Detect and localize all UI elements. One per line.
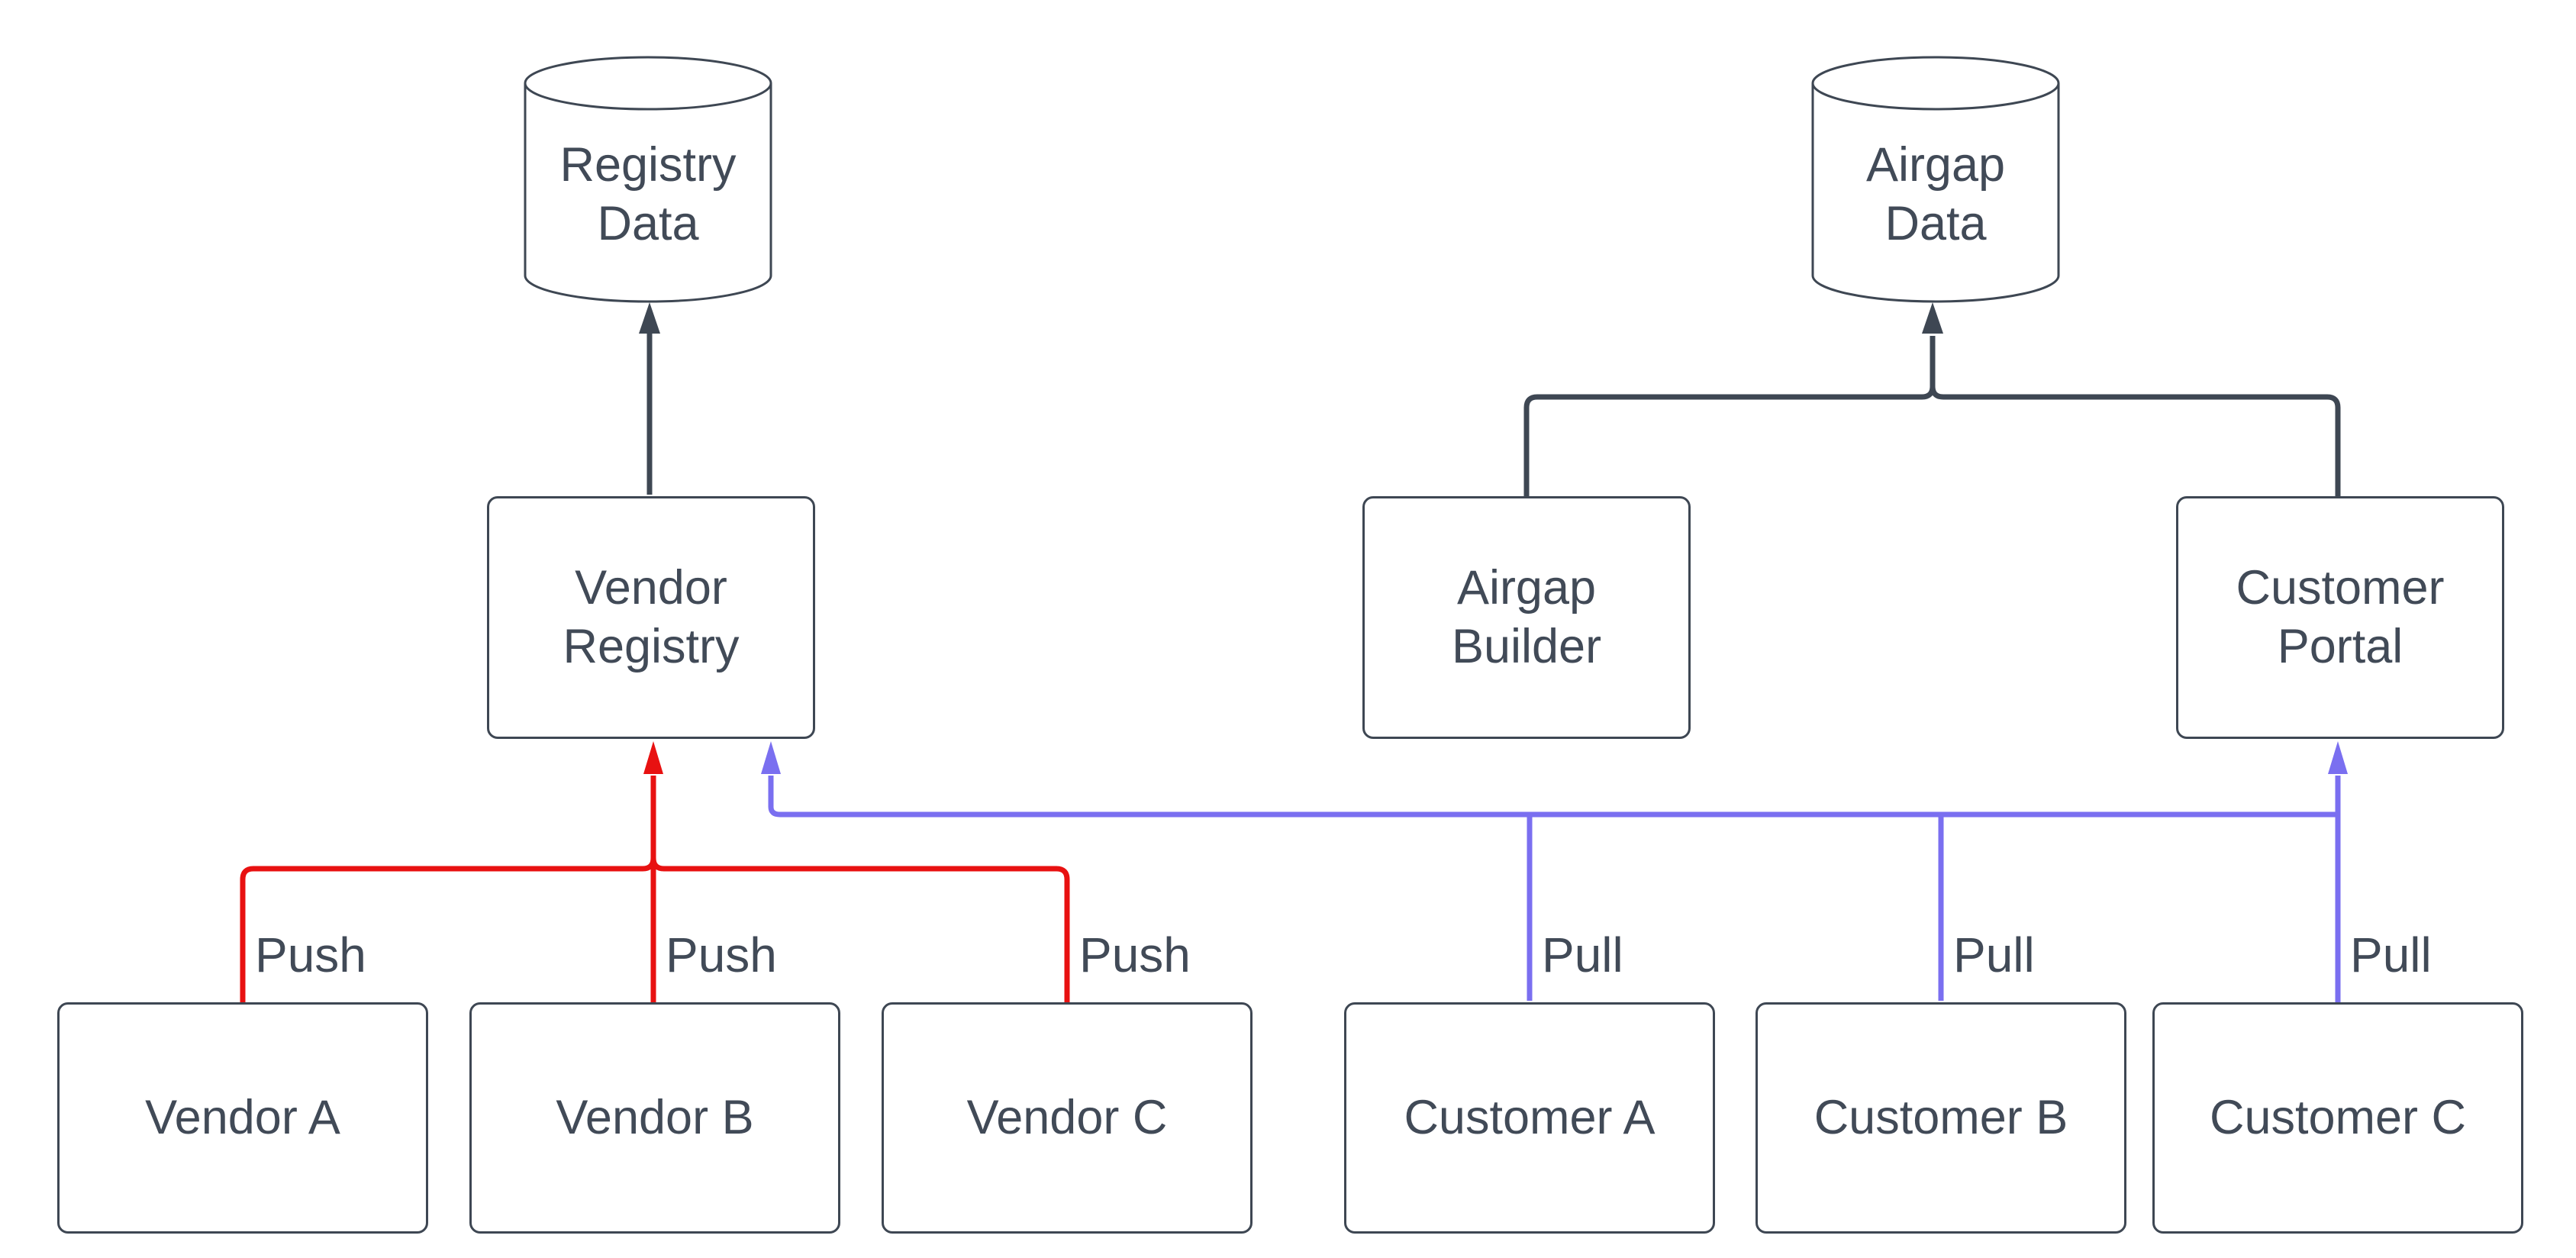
customer-portal-line2: Portal (2277, 620, 2404, 673)
edge-airgap-builder-to-airgap-data (1523, 336, 1936, 496)
vendor-c-label: Vendor C (966, 1091, 1168, 1144)
push-label-vendor-a: Push (255, 927, 366, 982)
push-label-vendor-b: Push (666, 927, 777, 982)
arrowhead-airgap-data (1922, 302, 1943, 334)
customer-portal-line1: Customer (2236, 561, 2445, 614)
customer-portal-node: Customer Portal (2176, 496, 2504, 739)
edge-vendor-c-to-vendor-registry (650, 857, 1070, 1002)
customer-c-node: Customer C (2152, 1002, 2523, 1234)
customer-a-node: Customer A (1344, 1002, 1715, 1234)
vendor-c-node: Vendor C (882, 1002, 1253, 1234)
airgap-data-label: Airgap Data (1813, 115, 2059, 275)
vendor-b-label: Vendor B (556, 1091, 754, 1144)
arrowhead-registry-data (639, 302, 660, 334)
vendor-registry-line2: Registry (563, 620, 740, 673)
registry-data-cylinder (524, 56, 772, 303)
pull-label-customer-b: Pull (1953, 927, 2035, 982)
customer-c-label: Customer C (2209, 1091, 2467, 1144)
vendor-registry-node: Vendor Registry (487, 496, 815, 739)
registry-data-line1: Registry (559, 138, 737, 192)
pull-label-customer-a: Pull (1542, 927, 1623, 982)
airgap-builder-line1: Airgap (1456, 561, 1597, 614)
airgap-data-line2: Data (1884, 197, 1987, 250)
airgap-data-cylinder (1811, 56, 2060, 303)
arrowhead-vendor-registry (643, 741, 663, 774)
customer-b-label: Customer B (1814, 1091, 2068, 1144)
vendor-a-label: Vendor A (145, 1091, 340, 1144)
airgap-data-line1: Airgap (1865, 138, 2006, 192)
registry-data-line2: Data (597, 197, 699, 250)
vendor-a-node: Vendor A (57, 1002, 428, 1234)
edge-pull-bus (768, 776, 2338, 818)
edge-customer-portal-to-airgap-data (1930, 385, 2341, 496)
registry-data-cylinder-rim (524, 82, 772, 111)
customer-b-node: Customer B (1755, 1002, 2126, 1234)
pull-label-customer-c: Pull (2350, 927, 2432, 982)
customer-a-label: Customer A (1404, 1091, 1656, 1144)
airgap-data-cylinder-rim (1811, 82, 2060, 111)
arrowhead-customer-portal (2328, 741, 2348, 774)
registry-data-label: Registry Data (525, 115, 771, 275)
vendor-b-node: Vendor B (469, 1002, 840, 1234)
airgap-builder-line2: Builder (1451, 620, 1602, 673)
push-label-vendor-c: Push (1079, 927, 1191, 982)
vendor-registry-line1: Vendor (575, 561, 727, 614)
airgap-builder-node: Airgap Builder (1362, 496, 1691, 739)
arrowhead-vendor-registry-pull (761, 741, 781, 774)
